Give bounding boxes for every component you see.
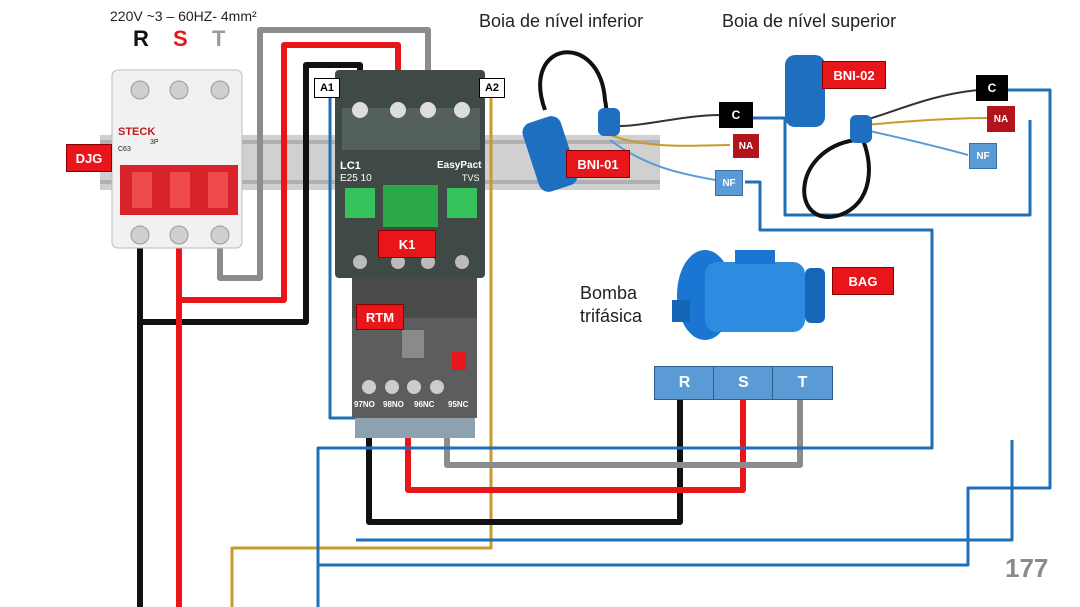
wires — [137, 27, 1052, 607]
thermal-relay-body — [352, 278, 477, 438]
contactor-series: EasyPact — [437, 160, 482, 171]
relay-contact-95nc: 95NC — [448, 400, 469, 409]
pump-tag: BAG — [832, 267, 894, 295]
relay-contact-98no: 98NO — [383, 400, 404, 409]
phase-t-label: T — [212, 26, 226, 51]
wire-blue-loop-3 — [356, 440, 1014, 542]
breaker-poles: 3P — [150, 139, 159, 146]
float-lower-nf: NF — [715, 170, 743, 196]
page-number: 177 — [1005, 553, 1049, 583]
wire-gray-supply — [217, 27, 431, 281]
breaker-tag: DJG — [66, 144, 112, 172]
pump-terminal-t: T — [772, 366, 833, 400]
float-lower-title: Boia de nível inferior — [479, 11, 644, 31]
float-upper-na: NA — [987, 106, 1015, 132]
breaker-rating: C63 — [118, 146, 131, 153]
relay-contact-97no: 97NO — [354, 400, 375, 409]
float-upper-title: Boia de nível superior — [722, 11, 897, 31]
coil-a1-label: A1 — [314, 78, 340, 98]
contactor-tag: K1 — [378, 230, 436, 258]
float-upper-nf: NF — [969, 143, 997, 169]
float-upper-c: C — [976, 75, 1008, 101]
pump-title-line2: trifásica — [580, 306, 643, 326]
wire-blue-a1 — [328, 98, 362, 420]
pump-terminal-r: R — [654, 366, 715, 400]
relay-contact-96nc: 96NC — [414, 400, 435, 409]
wire-black-pump — [366, 398, 683, 525]
float-lower — [522, 108, 620, 192]
contactor-series2: TVS — [462, 173, 480, 183]
float-lower-c: C — [719, 102, 753, 128]
phase-r-label: R — [133, 26, 149, 51]
float-upper-tag: BNI-02 — [822, 61, 886, 89]
relay-tag: RTM — [356, 304, 404, 330]
contactor-model: LC1 — [340, 160, 361, 172]
contactor-code: E25 10 — [340, 173, 372, 184]
wire-gray-pump — [444, 398, 803, 468]
circuit-breaker — [111, 69, 243, 249]
pump-title-line1: Bomba — [580, 283, 638, 303]
float-lower-na: NA — [733, 134, 759, 158]
breaker-brand: STECK — [118, 126, 156, 138]
float-upper — [785, 55, 872, 143]
float-lower-tag: BNI-01 — [566, 150, 630, 178]
coil-a2-label: A2 — [479, 78, 505, 98]
pump-terminal-s: S — [713, 366, 774, 400]
wire-blue-loop-1 — [316, 180, 934, 607]
wire-blue-loop-2 — [318, 88, 1052, 567]
supply-label: 220V ~3 – 60HZ- 4mm² — [110, 8, 257, 24]
wire-gold-a2 — [230, 98, 493, 607]
phase-s-label: S — [173, 26, 188, 51]
pump-body — [672, 250, 825, 340]
contactor-body — [335, 70, 485, 278]
wire-red-pump — [405, 398, 746, 493]
